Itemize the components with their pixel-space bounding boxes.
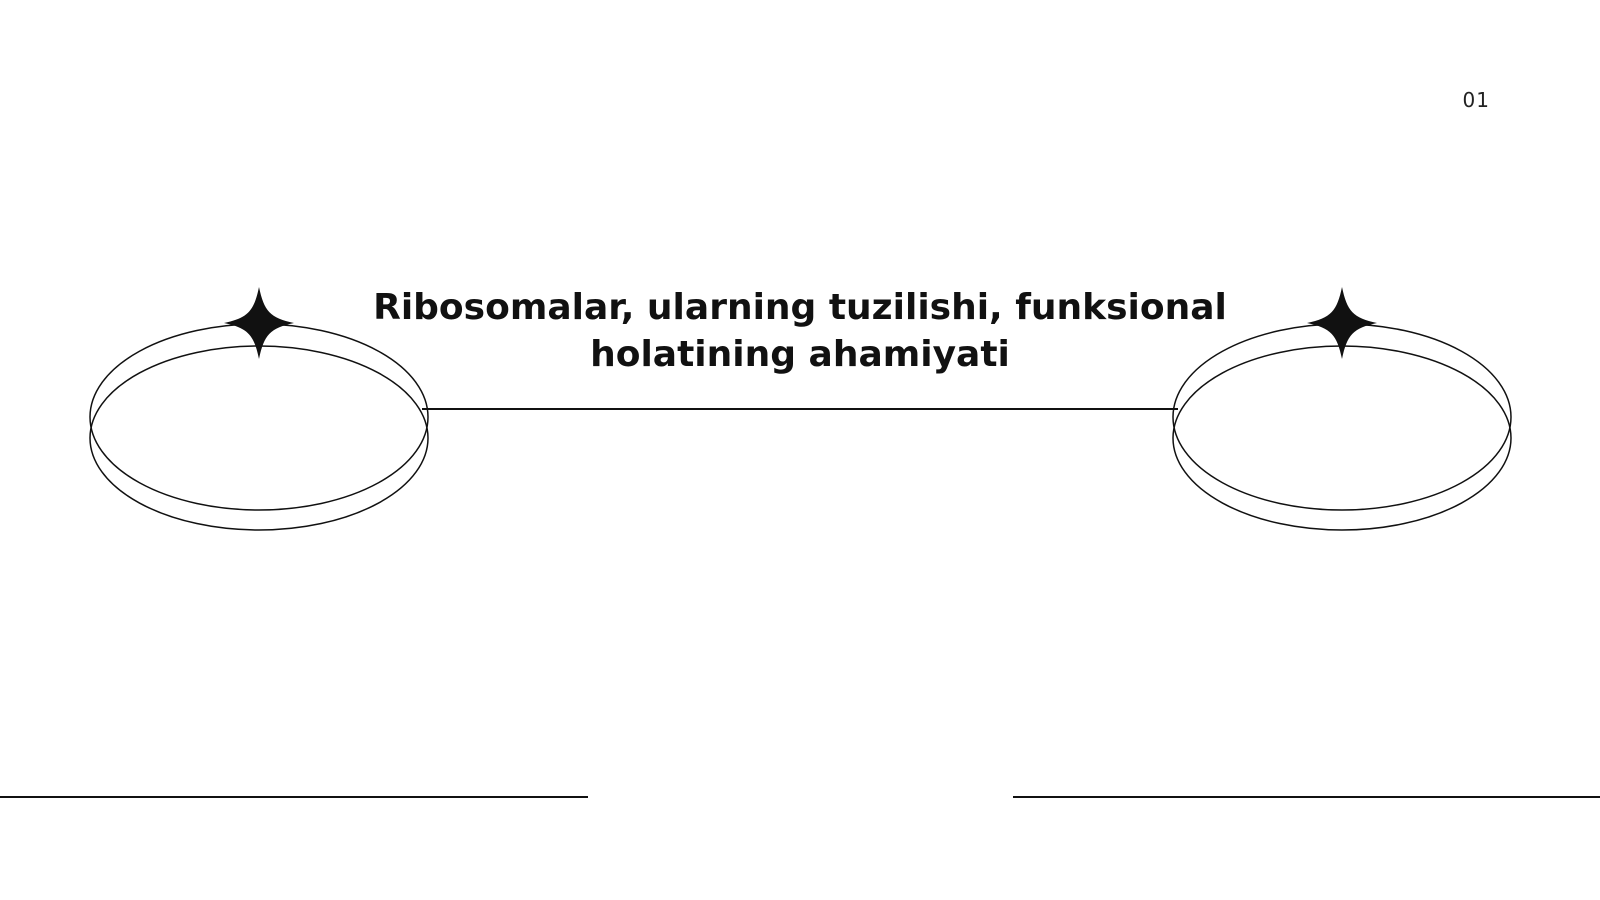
slide-number: 01	[1462, 88, 1490, 112]
four-point-star-icon	[224, 287, 294, 359]
slide-title: Ribosomalar, ularning tuzilishi, funksio…	[373, 287, 1227, 375]
four-point-star-icon	[1307, 287, 1377, 359]
